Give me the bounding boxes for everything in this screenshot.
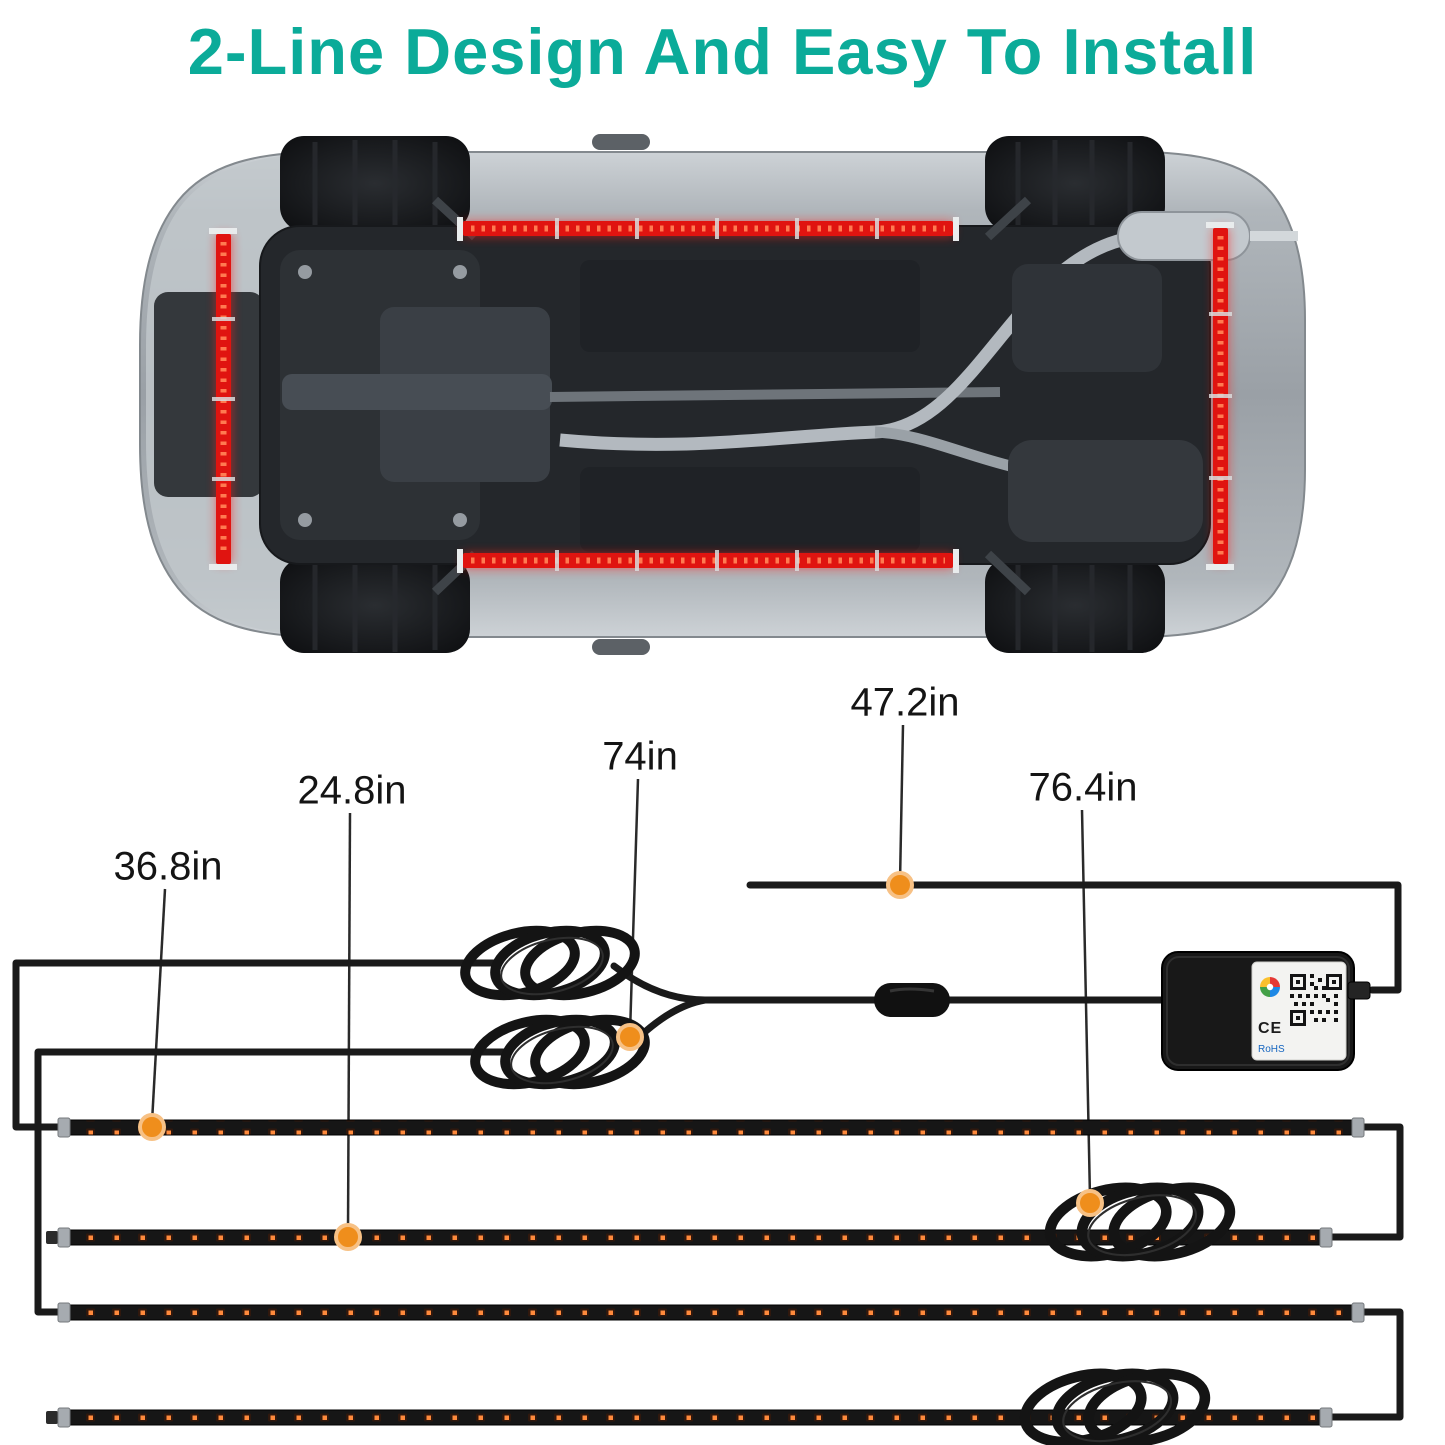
measurement-label-36-8: 36.8in bbox=[113, 844, 223, 889]
wiring bbox=[12, 881, 1404, 1421]
led-strip-1 bbox=[57, 1117, 1365, 1138]
link-wire-right-2 bbox=[1328, 1308, 1404, 1421]
dot-74 bbox=[616, 1023, 644, 1051]
ce-mark: CE bbox=[1258, 1020, 1282, 1037]
led-strips bbox=[46, 1117, 1365, 1428]
link-wire-right-1 bbox=[1328, 1123, 1404, 1241]
lead-wire-line2 bbox=[34, 1048, 510, 1316]
cable-coil-3 bbox=[1043, 1177, 1237, 1267]
underglow-strip-rear bbox=[1206, 222, 1234, 570]
brand-logo-icon bbox=[1260, 977, 1280, 997]
car-underside-illustration bbox=[139, 134, 1306, 655]
cable-coil-4 bbox=[1018, 1363, 1212, 1445]
wheels bbox=[280, 136, 1165, 653]
wheel-front-bottom bbox=[280, 558, 470, 653]
measurement-label-24-8: 24.8in bbox=[297, 768, 407, 813]
leader-line-47-2 bbox=[898, 724, 905, 883]
dot-76-4 bbox=[1076, 1189, 1104, 1217]
qr-code bbox=[1290, 974, 1342, 1026]
headline: 2-Line Design And Easy To Install bbox=[187, 15, 1258, 88]
underglow-strips bbox=[209, 217, 1234, 573]
muffler bbox=[1117, 211, 1251, 261]
power-wire bbox=[746, 881, 1402, 994]
tire-treads bbox=[312, 140, 1133, 652]
led-strip-3 bbox=[57, 1302, 1365, 1323]
leader-line-74 bbox=[628, 778, 640, 1034]
measurement-label-47-2: 47.2in bbox=[850, 680, 960, 725]
measurement-label-74: 74in bbox=[602, 734, 678, 779]
leader-line-76-4 bbox=[1080, 809, 1092, 1199]
side-mirror-bottom bbox=[592, 639, 650, 655]
measurement-label-76-4: 76.4in bbox=[1028, 765, 1138, 810]
leader-line-24-8 bbox=[346, 812, 352, 1233]
leader-line-36-8 bbox=[150, 888, 167, 1123]
wheel-front-top bbox=[280, 136, 470, 231]
controller-sticker: CE RoHS bbox=[1251, 961, 1347, 1061]
dot-47-2 bbox=[886, 871, 914, 899]
rohs-mark: RoHS bbox=[1258, 1044, 1285, 1055]
ferrite-bead bbox=[874, 983, 950, 1017]
led-strip-2 bbox=[46, 1227, 1333, 1248]
dot-36-8 bbox=[138, 1113, 166, 1141]
dot-24-8 bbox=[334, 1223, 362, 1251]
controller-box: CE RoHS bbox=[1161, 951, 1371, 1071]
controller-connector bbox=[1347, 981, 1371, 1000]
underglow-strip-front bbox=[209, 228, 237, 570]
underglow-strip-side-bottom bbox=[457, 549, 959, 573]
led-strip-4 bbox=[46, 1407, 1333, 1428]
side-mirror-top bbox=[592, 134, 650, 150]
fuel-tank bbox=[1008, 440, 1203, 542]
measurement-dots bbox=[138, 871, 1104, 1251]
front-undertray bbox=[154, 292, 264, 497]
wheel-rear-top bbox=[985, 136, 1165, 231]
underglow-strip-side-top bbox=[457, 217, 959, 241]
wheel-rear-bottom bbox=[985, 558, 1165, 653]
lead-wire-line1 bbox=[12, 959, 500, 1131]
